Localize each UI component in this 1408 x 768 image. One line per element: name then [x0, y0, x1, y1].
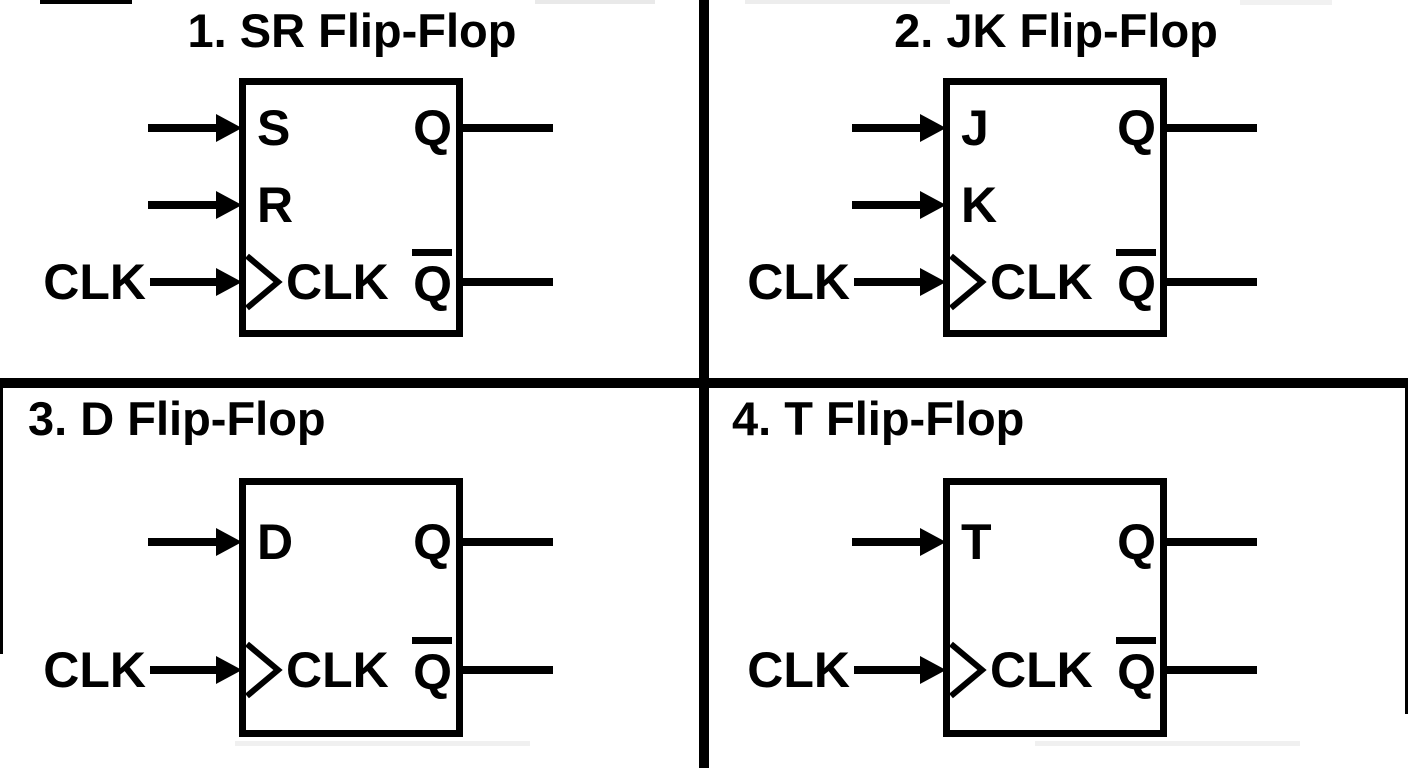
- panel-sr-flip-flop: 1. SR Flip-Flop S R CLK CLK Q Q: [0, 0, 704, 384]
- arrow-head-icon: [920, 114, 946, 142]
- clock-pin-label: CLK: [990, 642, 1093, 698]
- panel-t-flip-flop: 4. T Flip-Flop T CLK CLK Q Q: [704, 384, 1408, 768]
- q-bar-overline: [1116, 637, 1156, 644]
- q-bar-overline: [1116, 249, 1156, 256]
- input-wire: [852, 538, 920, 546]
- crop-artifact: [535, 0, 655, 4]
- arrow-head-icon: [920, 528, 946, 556]
- output-q-label: Q: [1117, 514, 1156, 570]
- output-q-bar-label: Q: [1117, 256, 1156, 312]
- vertical-divider: [699, 0, 709, 768]
- input-pin-label: K: [961, 177, 998, 233]
- crop-artifact: [1035, 741, 1300, 746]
- flip-flop-box: [239, 78, 463, 337]
- panel-title: 2. JK Flip-Flop: [894, 4, 1218, 57]
- input-wire: [852, 201, 920, 209]
- crop-artifact: [40, 0, 132, 4]
- output-wire: [1167, 666, 1257, 674]
- clock-edge-triangle-icon: [949, 641, 987, 699]
- clock-signal-label: CLK: [43, 642, 146, 698]
- output-q-bar-label: Q: [1117, 644, 1156, 700]
- crop-artifact: [745, 0, 950, 4]
- clock-pin-label: CLK: [286, 254, 389, 310]
- flip-flop-box: [239, 478, 463, 737]
- output-wire: [1167, 124, 1257, 132]
- input-pin-label: R: [257, 177, 294, 233]
- crop-artifact: [0, 384, 3, 654]
- arrow-head-icon: [216, 268, 242, 296]
- crop-artifact: [235, 741, 530, 746]
- arrow-head-icon: [920, 191, 946, 219]
- crop-artifact: [1405, 384, 1408, 714]
- arrow-head-icon: [216, 114, 242, 142]
- output-wire: [1167, 278, 1257, 286]
- crop-artifact: [1240, 0, 1332, 5]
- clock-edge-triangle-icon: [949, 253, 987, 311]
- panel-jk-flip-flop: 2. JK Flip-Flop J K CLK CLK Q Q: [704, 0, 1408, 384]
- arrow-head-icon: [216, 528, 242, 556]
- output-q-bar-label: Q: [413, 256, 452, 312]
- input-wire: [148, 538, 216, 546]
- clock-signal-label: CLK: [43, 254, 146, 310]
- output-wire: [463, 538, 553, 546]
- flip-flop-box: [943, 78, 1167, 337]
- arrow-head-icon: [920, 268, 946, 296]
- output-wire: [463, 278, 553, 286]
- output-q-label: Q: [413, 514, 452, 570]
- output-wire: [463, 124, 553, 132]
- panel-title: 4. T Flip-Flop: [732, 392, 1025, 445]
- clock-signal-label: CLK: [747, 642, 850, 698]
- input-pin-label: T: [961, 514, 992, 570]
- output-q-label: Q: [1117, 100, 1156, 156]
- clock-wire: [150, 278, 216, 286]
- arrow-head-icon: [216, 191, 242, 219]
- clock-wire: [854, 666, 920, 674]
- output-q-bar-label: Q: [413, 644, 452, 700]
- arrow-head-icon: [216, 656, 242, 684]
- arrow-head-icon: [920, 656, 946, 684]
- panel-title: 3. D Flip-Flop: [28, 392, 326, 445]
- clock-wire: [150, 666, 216, 674]
- input-wire: [148, 124, 216, 132]
- panel-d-flip-flop: 3. D Flip-Flop D CLK CLK Q Q: [0, 384, 704, 768]
- input-pin-label: S: [257, 100, 291, 156]
- clock-edge-triangle-icon: [245, 253, 283, 311]
- clock-edge-triangle-icon: [245, 641, 283, 699]
- output-wire: [1167, 538, 1257, 546]
- clock-pin-label: CLK: [286, 642, 389, 698]
- input-wire: [852, 124, 920, 132]
- panel-title: 1. SR Flip-Flop: [187, 4, 517, 57]
- input-pin-label: D: [257, 514, 294, 570]
- flip-flop-box: [943, 478, 1167, 737]
- clock-wire: [854, 278, 920, 286]
- output-q-label: Q: [413, 100, 452, 156]
- input-pin-label: J: [961, 100, 989, 156]
- clock-pin-label: CLK: [990, 254, 1093, 310]
- q-bar-overline: [412, 249, 452, 256]
- clock-signal-label: CLK: [747, 254, 850, 310]
- q-bar-overline: [412, 637, 452, 644]
- input-wire: [148, 201, 216, 209]
- output-wire: [463, 666, 553, 674]
